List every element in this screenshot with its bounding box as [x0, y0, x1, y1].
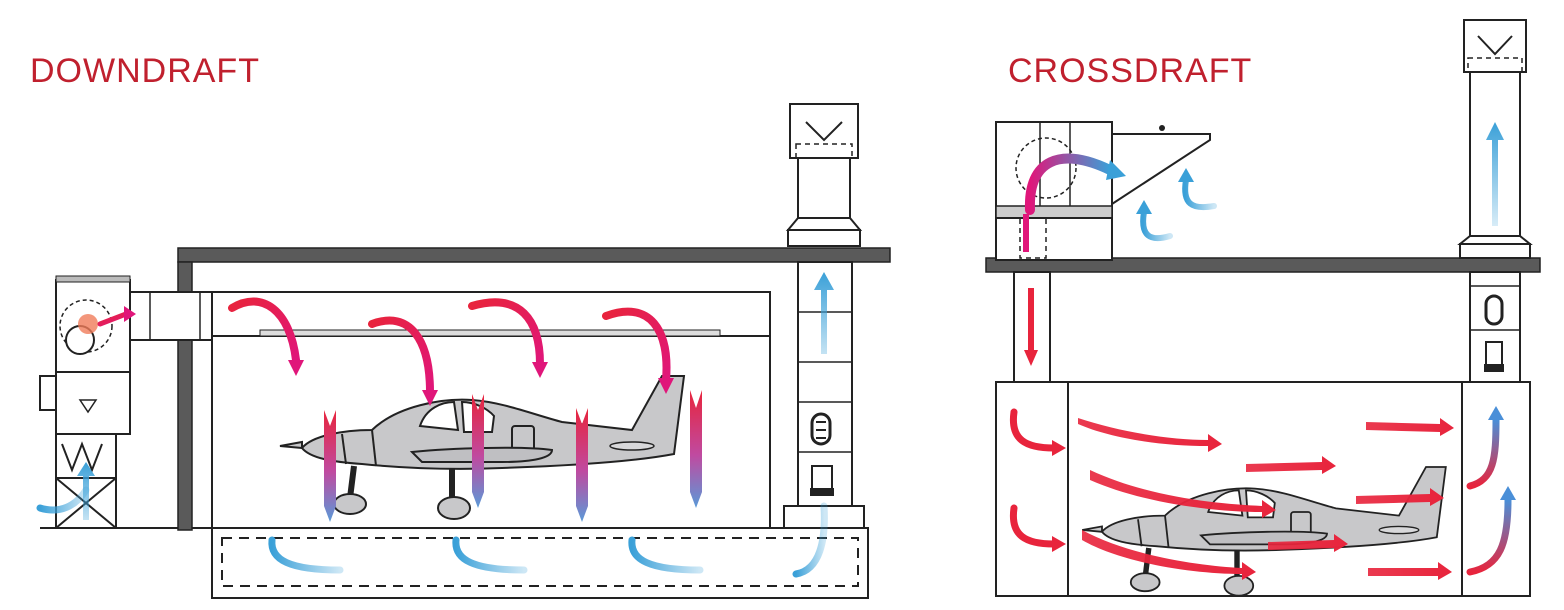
intake-air-arrow — [1140, 177, 1217, 242]
stack-exhaust-arrow — [77, 272, 834, 520]
supply-air-arrowheads — [124, 306, 674, 406]
exhaust-air-arrow — [36, 486, 828, 578]
exhaust-air-arrow — [1466, 416, 1512, 576]
downflow-arrows — [324, 390, 702, 522]
building-roof — [177, 247, 891, 263]
supply-air-arrow — [1009, 408, 1058, 548]
building-roof-crossdraft — [985, 257, 1541, 273]
supply-air-arrow — [97, 297, 671, 396]
air-handler-icon — [39, 275, 131, 529]
crossflow-arrows — [1078, 418, 1454, 580]
downdraft-title: DOWNDRAFT — [30, 52, 260, 90]
crossdraft-booth — [985, 19, 1541, 596]
downdraft-booth — [36, 103, 891, 599]
crossdraft-title: CROSSDRAFT — [1008, 52, 1253, 90]
exhaust-stack-icon — [783, 103, 865, 529]
